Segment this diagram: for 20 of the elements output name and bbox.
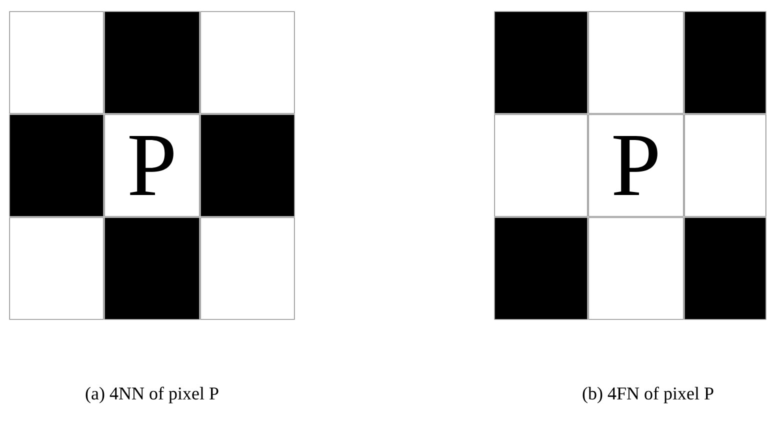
pixel-cell: P: [588, 114, 684, 217]
pixel-cell: P: [104, 114, 200, 217]
pixel-cell: [588, 11, 684, 114]
pixel-cell: [200, 217, 295, 320]
caption: (b) 4FN of pixel P: [582, 386, 714, 404]
pixel-cell: [200, 114, 295, 217]
pixel-cell: [494, 114, 588, 217]
pixel-cell: [9, 114, 104, 217]
pixel-cell: [684, 11, 766, 114]
pixel-cell: [494, 11, 588, 114]
pixel-cell: [9, 217, 104, 320]
pixel-cell: [684, 114, 766, 217]
pixel-cell: [104, 217, 200, 320]
caption: (a) 4NN of pixel P: [86, 386, 218, 404]
pixel-cell: [494, 217, 588, 320]
pixel-cell: [200, 11, 295, 114]
pixel-cell: [684, 217, 766, 320]
pixel-cell: [9, 11, 104, 114]
pixel-cell: [104, 11, 200, 114]
pixel-cell: [588, 217, 684, 320]
